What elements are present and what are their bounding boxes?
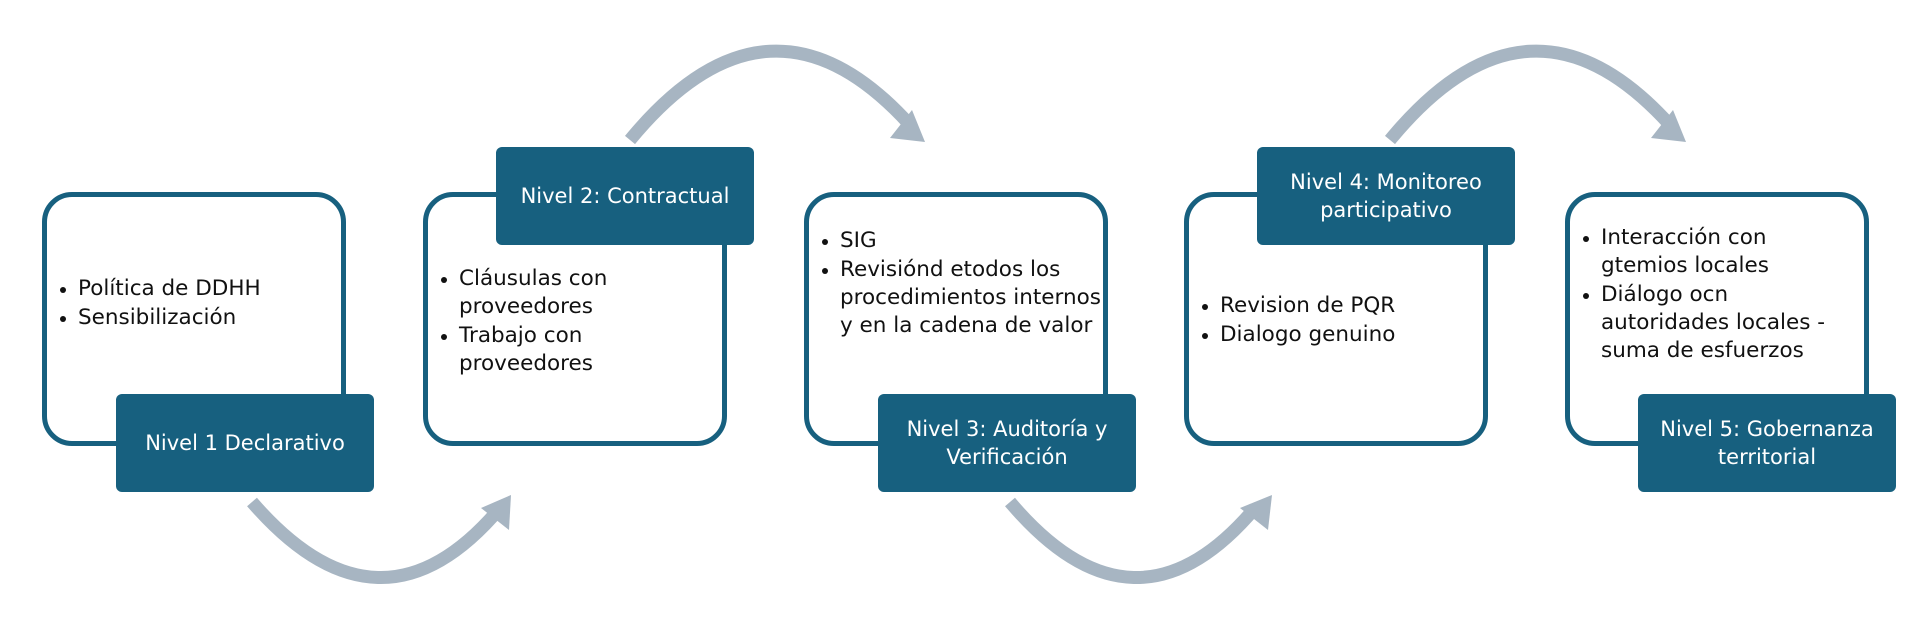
level-1-bullets: Política de DDHH Sensibilización <box>57 275 327 333</box>
curved-arrow-icon <box>1005 495 1272 584</box>
level-2-bullets: Cláusulas con proveedores Trabajo con pr… <box>438 265 628 379</box>
bullet-item: SIG <box>819 227 1104 255</box>
bullet-item: Dialogo genuino <box>1199 321 1469 349</box>
curved-arrow-icon <box>1384 44 1686 145</box>
level-3-title: Nivel 3: Auditoría y Verificación <box>878 394 1136 492</box>
bullet-item: Revision de PQR <box>1199 292 1469 320</box>
level-5-bullets: Interacción con gtemios locales Diálogo … <box>1580 224 1845 366</box>
level-3-bullets: SIG Revisiónd etodos los procedimientos … <box>819 227 1104 341</box>
curved-arrow-icon <box>247 495 511 584</box>
bullet-item: Revisiónd etodos los procedimientos inte… <box>819 256 1104 340</box>
bullet-item: Trabajo con proveedores <box>438 322 628 378</box>
bullet-item: Interacción con gtemios locales <box>1580 224 1845 280</box>
level-2-title: Nivel 2: Contractual <box>496 147 754 245</box>
bullet-item: Cláusulas con proveedores <box>438 265 628 321</box>
level-4-bullets: Revision de PQR Dialogo genuino <box>1199 292 1469 350</box>
bullet-item: Política de DDHH <box>57 275 327 303</box>
level-5-title: Nivel 5: Gobernanza territorial <box>1638 394 1896 492</box>
curved-arrow-icon <box>624 44 925 145</box>
level-1-title: Nivel 1 Declarativo <box>116 394 374 492</box>
bullet-item: Diálogo ocn autoridades locales - suma d… <box>1580 281 1845 365</box>
bullet-item: Sensibilización <box>57 304 327 332</box>
level-4-title: Nivel 4: Monitoreo participativo <box>1257 147 1515 245</box>
